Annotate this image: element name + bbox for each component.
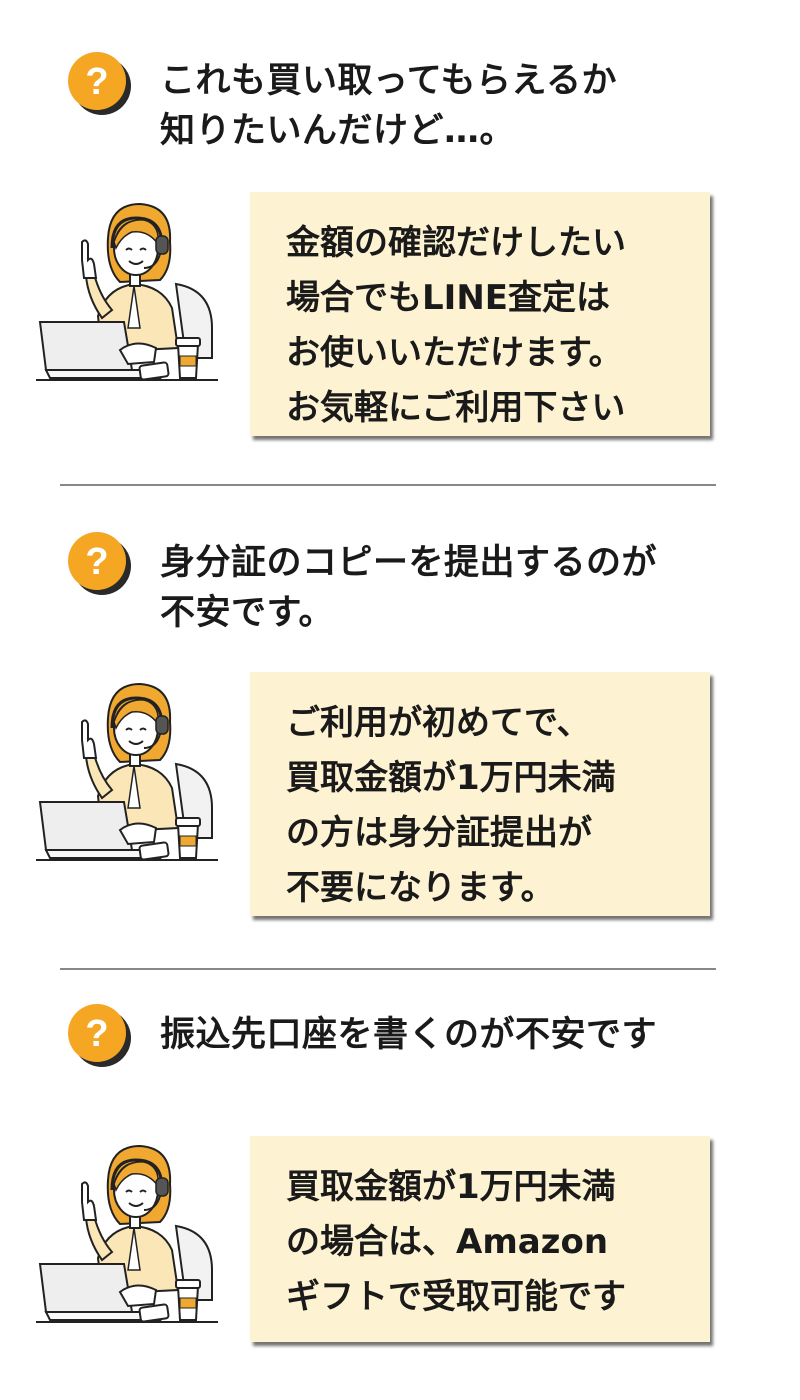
question-text: これも買い取ってもらえるか 知りたいんだけど…。 — [160, 61, 617, 151]
answer-text: ご利用が初めてで、 買取金額が1万円未満 の方は身分証提出が 不要になります。 — [286, 703, 616, 908]
support-operator-illustration — [36, 198, 218, 388]
question-text: 身分証のコピーを提出するのが 不安です。 — [160, 543, 658, 633]
support-operator-illustration — [36, 1140, 218, 1330]
divider — [60, 484, 716, 486]
answer-box: 買取金額が1万円未満 の場合は、Amazon ギフトで受取可能です — [250, 1136, 710, 1342]
answer-text: 金額の確認だけしたい 場合でもLINE査定は お使いいただけます。 お気軽にご利… — [286, 223, 626, 428]
support-operator-illustration — [36, 678, 218, 868]
question-mark-icon: ? — [66, 50, 132, 116]
question-text: 振込先口座を書くのが不安です — [160, 1015, 658, 1055]
answer-box: 金額の確認だけしたい 場合でもLINE査定は お使いいただけます。 お気軽にご利… — [250, 192, 710, 436]
divider — [60, 968, 716, 970]
question-mark-icon: ? — [66, 1002, 132, 1068]
answer-text: 買取金額が1万円未満 の場合は、Amazon ギフトで受取可能です — [286, 1167, 626, 1317]
svg-text:?: ? — [85, 1013, 108, 1055]
answer-box: ご利用が初めてで、 買取金額が1万円未満 の方は身分証提出が 不要になります。 — [250, 672, 710, 916]
svg-text:?: ? — [85, 61, 108, 103]
svg-text:?: ? — [85, 541, 108, 583]
question-mark-icon: ? — [66, 530, 132, 596]
